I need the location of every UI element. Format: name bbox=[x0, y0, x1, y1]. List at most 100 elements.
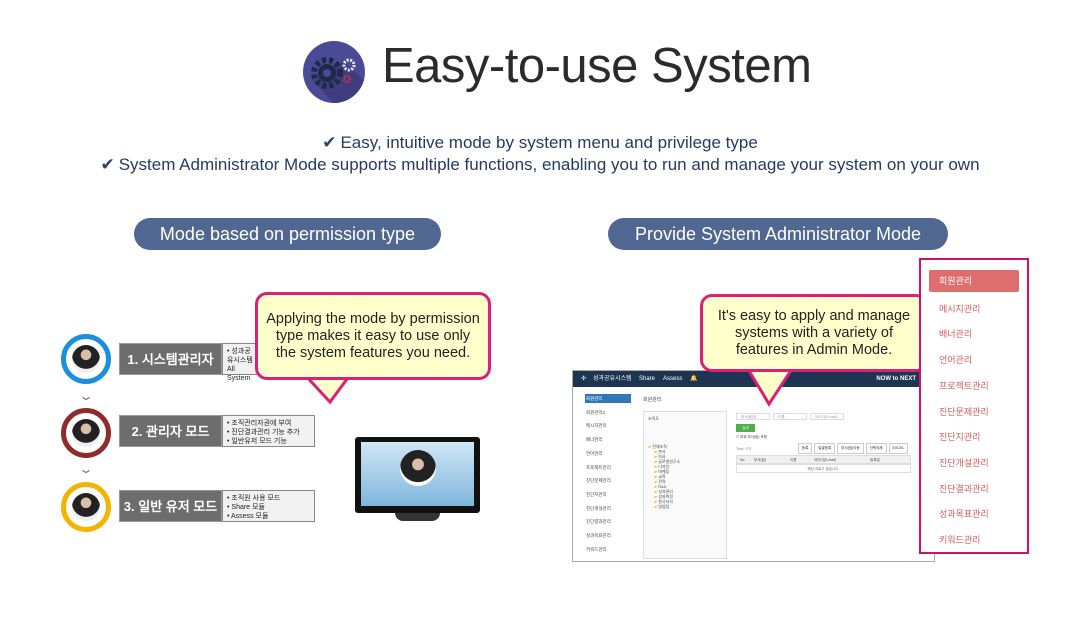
bullet-text: System Administrator Mode supports multi… bbox=[118, 155, 980, 174]
sidebar-item[interactable]: 언어관리 bbox=[586, 450, 603, 456]
search-button[interactable]: 검색 bbox=[736, 424, 755, 432]
tree-label: 마케팅 bbox=[658, 469, 670, 474]
sidebar-active-bg bbox=[585, 394, 631, 403]
tree-node[interactable]: ▰ 지사 bbox=[648, 454, 722, 459]
admin-menu-item[interactable]: 진단결과관리 bbox=[939, 483, 989, 494]
tree-label: 성과측정 bbox=[658, 494, 673, 499]
folder-icon: ▰ bbox=[654, 479, 659, 484]
chevron-down-icon: ⌄ bbox=[77, 462, 95, 476]
total-count: Total : 0건 bbox=[736, 447, 752, 451]
admin-menu-item[interactable]: 언어관리 bbox=[939, 355, 973, 366]
nav-share[interactable]: Share bbox=[639, 376, 656, 382]
speech-bubble: Applying the mode by permission type mak… bbox=[255, 292, 491, 380]
folder-icon: ▰ bbox=[654, 494, 659, 499]
admin-menu-item[interactable]: 진단개설관리 bbox=[939, 457, 989, 468]
sidebar-item[interactable]: 진단지관리 bbox=[586, 491, 607, 497]
tree-node[interactable]: ▰ 마케팅 bbox=[648, 469, 722, 474]
admin-menu-item[interactable]: 키워드관리 bbox=[939, 535, 981, 545]
tree-label: 영업팀 bbox=[658, 504, 670, 509]
admin-menu-item[interactable]: 진단지관리 bbox=[939, 432, 981, 443]
column-header: 아이디(E-mail) bbox=[814, 458, 836, 462]
empty-message: 해당 자료가 없습니다. bbox=[736, 464, 911, 473]
tree-node[interactable]: ▰ 한국지사 bbox=[648, 499, 722, 504]
sidebar-item[interactable]: 키워드관리 bbox=[586, 546, 607, 552]
org-panel-title: 조직도 bbox=[648, 416, 660, 421]
admin-menu-item[interactable]: 회원관리 bbox=[929, 270, 1019, 292]
tree-node[interactable]: ▰ R&D bbox=[648, 484, 722, 489]
sidebar-item[interactable]: 진단개설관리 bbox=[586, 505, 611, 511]
tree-node[interactable]: ▰ 전략 bbox=[648, 479, 722, 484]
tree-label: 전체조직 bbox=[652, 444, 667, 449]
sidebar-item[interactable]: 진단결과관리 bbox=[586, 519, 611, 525]
admin-menu-item[interactable]: 메시지관리 bbox=[939, 303, 981, 314]
page-title: Easy-to-use System bbox=[382, 39, 812, 93]
folder-icon: ▰ bbox=[654, 489, 659, 494]
brand-text: NOW to NEXT bbox=[876, 376, 916, 382]
sidebar-item[interactable]: 성과목표관리 bbox=[586, 533, 611, 538]
avatar bbox=[61, 408, 111, 458]
section-pill-permission: Mode based on permission type bbox=[134, 218, 441, 250]
mode-details: • 조직원 사용 모드 • Share 모듈 • Assess 모듈 bbox=[222, 490, 315, 522]
include-sub-checkbox[interactable]: ☐ 하위 부서(팀) 포함 bbox=[736, 435, 767, 439]
sidebar-item[interactable]: 배너관리 bbox=[586, 437, 603, 443]
tree-node[interactable]: ▰ 교육 bbox=[648, 474, 722, 479]
folder-icon: ▰ bbox=[654, 459, 659, 464]
admin-menu-item[interactable]: 진단문제관리 bbox=[939, 406, 989, 417]
tree-label: 글로벌연구소 bbox=[658, 459, 681, 464]
filter-input[interactable]: - 부서(팀)명 - bbox=[736, 413, 770, 420]
nav-assess[interactable]: Assess bbox=[663, 376, 683, 382]
folder-icon: ▰ bbox=[654, 504, 659, 509]
feature-bullet: ✔Easy, intuitive mode by system menu and… bbox=[0, 133, 1080, 153]
admin-screenshot: ✣ 성과공유시스템 Share Assess 🔔 NOW to NEXT 회원관… bbox=[572, 370, 935, 562]
tree-node[interactable]: ▰ 본사 bbox=[648, 449, 722, 454]
tree-node[interactable]: ▰ 디자인 bbox=[648, 464, 722, 469]
admin-menu-item[interactable]: 프로젝트관리 bbox=[939, 380, 989, 391]
gears-icon bbox=[303, 41, 365, 103]
check-icon: ✔ bbox=[100, 155, 115, 174]
filter-input[interactable]: - 아이디(E-mail) - bbox=[810, 413, 844, 420]
sidebar-item[interactable]: 진단문제관리 bbox=[586, 478, 611, 484]
avatar bbox=[61, 334, 111, 384]
detail-line: All System bbox=[227, 366, 251, 382]
tree-node[interactable]: ▰ 전체조직 bbox=[648, 444, 722, 449]
filter-input[interactable]: - 이름 - bbox=[773, 413, 807, 420]
folder-icon: ▰ bbox=[654, 469, 659, 474]
folder-icon: ▰ bbox=[654, 499, 659, 504]
folder-icon: ▰ bbox=[654, 464, 659, 469]
chevron-down-icon: ⌄ bbox=[77, 389, 95, 403]
mode-label: 2. 관리자 모드 bbox=[119, 415, 222, 447]
action-button[interactable]: 일괄등록 bbox=[814, 443, 836, 454]
tree-node[interactable]: ▰ 성과측정 bbox=[648, 494, 722, 499]
detail-line: • Share 모듈 bbox=[227, 504, 265, 511]
bell-icon[interactable]: 🔔 bbox=[690, 376, 698, 382]
sidebar-item[interactable]: 메시지관리 bbox=[586, 423, 607, 429]
action-button[interactable]: 선택삭제 bbox=[865, 443, 887, 454]
detail-line: • 성과공유시스템 bbox=[227, 348, 253, 364]
sidebar-item[interactable]: 회원관리 bbox=[586, 396, 603, 401]
tree-label: 교육 bbox=[658, 474, 666, 479]
folder-icon: ▰ bbox=[654, 454, 659, 459]
tree-node[interactable]: ▰ 영업팀 bbox=[648, 504, 722, 509]
folder-icon: ▰ bbox=[654, 484, 659, 489]
detail-line: • Assess 모듈 bbox=[227, 513, 269, 520]
tree-label: 한국지사 bbox=[658, 499, 673, 504]
mode-label: 3. 일반 유저 모드 bbox=[119, 490, 222, 522]
tree-node[interactable]: ▰ 성과관리 bbox=[648, 489, 722, 494]
action-button[interactable]: EXCEL bbox=[888, 443, 908, 454]
detail-line: • 조직원 사용 모드 bbox=[227, 495, 281, 502]
tree-node[interactable]: ▰ 글로벌연구소 bbox=[648, 459, 722, 464]
detail-line: • 일반유저 모드 기능 bbox=[227, 438, 287, 445]
action-button[interactable]: 등록 bbox=[797, 443, 813, 454]
admin-menu-item[interactable]: 성과목표관리 bbox=[939, 509, 989, 520]
tree-label: 전략 bbox=[658, 479, 666, 484]
mode-label: 1. 시스템관리자 모드 bbox=[119, 343, 222, 399]
monitor-illustration bbox=[355, 437, 480, 523]
tree-label: 디자인 bbox=[658, 464, 670, 469]
sidebar-item[interactable]: 회원관리2 bbox=[586, 409, 606, 415]
avatar bbox=[61, 482, 111, 532]
sidebar-item[interactable]: 프로젝트관리 bbox=[586, 464, 611, 470]
mode-details: • 조직관리자권에 부여• 진단결과관리 기능 추가• 일반유저 모드 기능 bbox=[222, 415, 315, 447]
content-title: 회원관리 bbox=[643, 397, 662, 403]
action-button[interactable]: 부서(팀)이동 bbox=[837, 443, 864, 454]
admin-menu-item[interactable]: 배너관리 bbox=[939, 329, 973, 340]
